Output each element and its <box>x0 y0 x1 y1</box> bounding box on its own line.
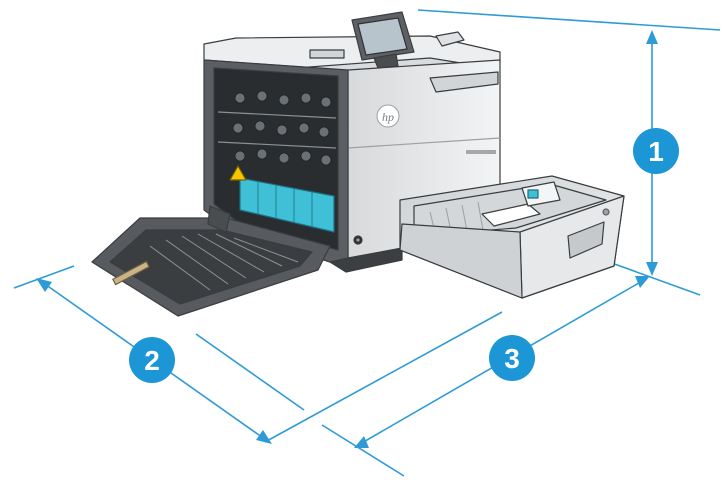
height-arrowhead-bottom <box>646 262 658 276</box>
output-paper-stop <box>435 31 465 47</box>
warning-icon <box>229 165 247 181</box>
top-status-window <box>309 49 345 59</box>
hp-logo-circle <box>376 104 400 128</box>
depth-extension-right <box>321 424 405 477</box>
door-hinge <box>207 205 231 233</box>
side-panel-groove <box>429 71 499 93</box>
door-paper-guides <box>149 233 299 291</box>
control-panel-touchscreen[interactable] <box>357 17 408 56</box>
door-handle-label <box>112 260 150 286</box>
callout-2-width: 2 <box>129 337 175 383</box>
height-extension-top <box>417 9 721 31</box>
callout-3-circle <box>489 335 535 381</box>
callout-1-height: 1 <box>633 128 679 174</box>
width-arrowhead-right <box>256 430 272 444</box>
depth-arrowhead-left <box>354 436 369 448</box>
hp-logo: hp <box>376 104 400 128</box>
depth-arrowhead-right <box>635 276 650 288</box>
tray-lock-icon <box>602 208 610 216</box>
width-extension-right <box>195 333 305 411</box>
callout-3-depth: 3 <box>489 335 535 381</box>
callout-1-circle <box>633 128 679 174</box>
height-arrowhead-top <box>646 30 658 44</box>
duplex-module-ribs <box>257 182 313 226</box>
paper-width-guide[interactable] <box>481 203 541 227</box>
callout-2-circle <box>129 337 175 383</box>
interior-rail <box>217 111 337 119</box>
width-extension-left <box>13 265 75 289</box>
callout-3-number: 3 <box>504 343 520 374</box>
interior-rollers <box>232 90 332 166</box>
callout-2-number: 2 <box>144 345 160 376</box>
callout-1-number: 1 <box>648 136 664 167</box>
depth-extension-left <box>264 311 503 443</box>
dimension-arrowheads <box>36 30 658 448</box>
paper-length-guide[interactable] <box>521 181 561 207</box>
hp-logo-text: hp <box>382 110 394 124</box>
paper-tray-2[interactable] <box>399 175 625 299</box>
side-panel-seam <box>347 137 501 149</box>
paper-tray-handle[interactable] <box>567 221 605 259</box>
duplex-module <box>239 177 335 233</box>
printer-illustration: hp <box>91 11 625 317</box>
side-label <box>466 150 496 154</box>
interior-rail <box>217 141 337 149</box>
paper-guide-tab[interactable] <box>527 189 539 199</box>
control-panel <box>351 11 415 69</box>
power-button-inner <box>356 238 360 242</box>
control-panel-stand <box>373 53 399 69</box>
width-arrowhead-left <box>36 278 52 292</box>
paper-tray-slot <box>399 223 523 299</box>
